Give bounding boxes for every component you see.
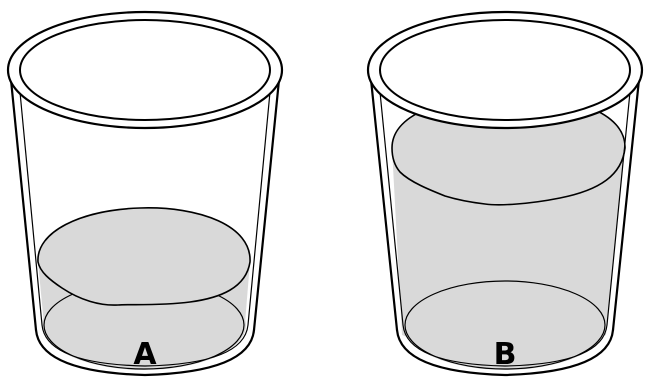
cup-a: A bbox=[8, 12, 282, 375]
cup-b-label: B bbox=[494, 337, 517, 372]
cup-b-rim-inner bbox=[380, 20, 630, 120]
cup-a-liquid-surface bbox=[38, 208, 250, 305]
cup-a-label: A bbox=[133, 337, 157, 372]
cup-b-wall-left bbox=[370, 70, 397, 330]
cup-a-wall-left bbox=[10, 70, 36, 330]
cup-a-wall-right bbox=[254, 70, 280, 330]
cup-a-rim-inner bbox=[20, 20, 270, 120]
cup-b: B bbox=[368, 12, 642, 375]
